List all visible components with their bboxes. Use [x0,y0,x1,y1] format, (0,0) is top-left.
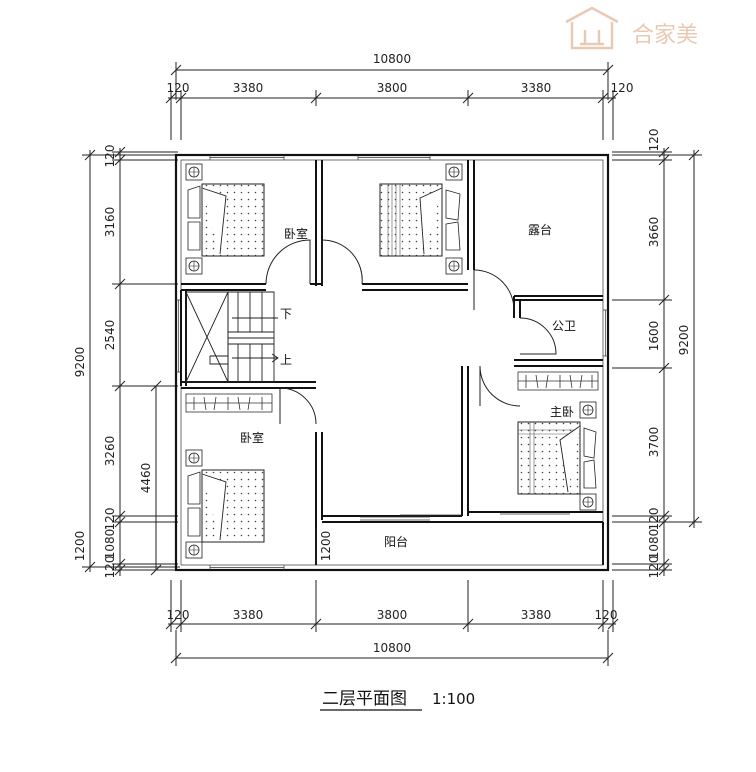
dims-right: 120 3660 1600 3700 120 1080 120 9200 [612,129,702,579]
label-balcony: 阳台 [384,534,408,549]
dim-right-a: 120 [647,129,661,152]
dim-right-b: 3660 [647,217,661,248]
dim-right-total: 9200 [677,325,691,356]
dim-right-c: 1600 [647,321,661,352]
dim-right-f: 1080 [647,529,661,560]
dim-left-f: 1080 [103,529,117,560]
drawing-scale: 1:100 [432,690,475,708]
house-logo-icon [565,6,619,50]
dim-bottom-total: 10800 [373,641,411,655]
label-bedroom-nw: 卧室 [284,226,308,241]
dim-right-e: 120 [647,508,661,531]
bed-sw [185,449,265,559]
dim-left-e: 120 [103,508,117,531]
dims-top: 10800 120 3380 3800 3380 120 [165,52,634,140]
dim-top-b: 3380 [233,81,264,95]
stairs [185,291,279,383]
bed-n [379,163,463,275]
dim-right-g: 120 [647,556,661,579]
dim-right-d: 3700 [647,427,661,458]
balcony-outline [315,528,604,565]
dim-left-h: 120 [103,556,117,579]
balcony-dim: 1200 [319,531,333,562]
dim-bottom-c: 3800 [377,608,408,622]
sliding-doors-balcony [360,513,570,521]
dim-top-d: 3380 [521,81,552,95]
dims-bottom: 120 3380 3800 3380 120 10800 [165,580,619,666]
dim-left-d: 3260 [103,436,117,467]
dim-top-total: 10800 [373,52,411,66]
dim-bottom-a: 120 [167,608,190,622]
dims-left: 9200 120 3160 2540 3260 120 1080 1200 12… [73,145,180,579]
bed-master [517,401,597,511]
label-terrace: 露台 [528,222,552,237]
stair-up-label: 上 [280,353,292,367]
wardrobe-master [517,371,599,391]
drawing-title: 二层平面图 [322,689,407,709]
door-bedroom-nw [265,239,311,285]
dim-bottom-d: 3380 [521,608,552,622]
label-bedroom-sw: 卧室 [240,430,264,445]
dim-top-c: 3800 [377,81,408,95]
doors [265,239,557,425]
dim-left-c: 2540 [103,320,117,351]
dim-left-b: 3160 [103,207,117,238]
dim-left-i: 4460 [139,463,153,494]
bed-nw [185,163,265,275]
dim-bottom-e: 120 [595,608,618,622]
stair-down-label: 下 [280,307,292,321]
logo: 合家美 [565,6,698,50]
dim-top-a: 120 [167,81,190,95]
logo-text: 合家美 [632,23,698,48]
dim-bottom-b: 3380 [233,608,264,622]
dim-top-e: 120 [611,81,634,95]
label-master-bedroom: 主卧 [550,405,574,419]
wardrobe-sw [185,393,273,413]
dim-left-total: 9200 [73,347,87,378]
dim-left-g: 1200 [73,531,87,562]
label-public-bath: 公卫 [552,319,576,333]
dim-left-a: 120 [103,145,117,168]
